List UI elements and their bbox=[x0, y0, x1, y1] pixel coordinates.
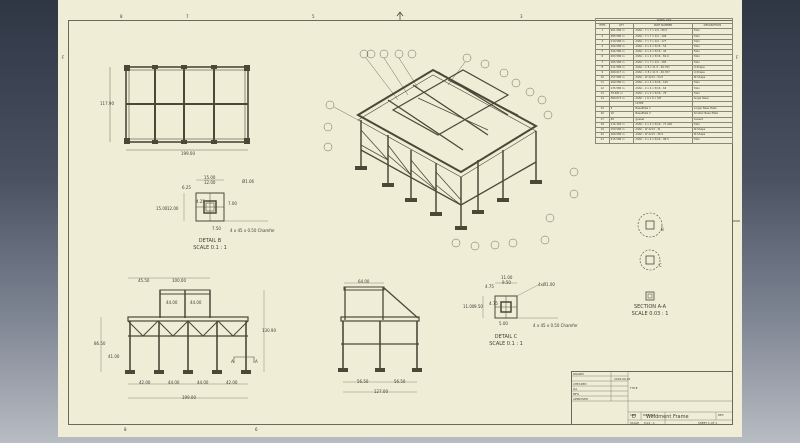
section-aa-label: SECTION A-A bbox=[633, 304, 667, 310]
detail-c-dim-4: 4.75 bbox=[489, 301, 498, 306]
detail-c-dim-3: 4.75 bbox=[485, 284, 494, 289]
title-block bbox=[571, 371, 733, 425]
zone-top-5: 5 bbox=[312, 14, 315, 19]
detail-c-label: DETAIL C bbox=[494, 334, 518, 340]
tb-size-label: SIZE bbox=[630, 413, 637, 417]
side-dim-top: 64.00 bbox=[358, 279, 370, 284]
side-dim-bottom-1: 56.50 bbox=[357, 379, 369, 384]
side-dim-overall: 127.00 bbox=[374, 389, 388, 394]
detail-b-view bbox=[183, 179, 268, 222]
zone-right-f: F bbox=[736, 55, 739, 60]
detail-b-dim-3: 6.25 bbox=[182, 185, 191, 190]
zone-left-f: F bbox=[62, 55, 65, 60]
callout-b: B bbox=[661, 227, 664, 232]
tb-scale-label: SCALE bbox=[630, 421, 639, 425]
detail-b-dim-1: 15.00 bbox=[204, 175, 216, 180]
detail-b-hole-dim: Ø1.06 bbox=[242, 179, 255, 184]
detail-b-label: DETAIL B bbox=[198, 238, 222, 244]
top-view-width-dim: 199.00 bbox=[181, 151, 195, 156]
front-dim-bottom-3: 44.00 bbox=[197, 380, 209, 385]
detail-b-dim-6: 12.00 bbox=[167, 206, 179, 211]
detail-b-dim-2: 12.00 bbox=[204, 180, 216, 185]
drawing-sheet: 8 7 5 3 8 6 F F bbox=[58, 0, 742, 437]
detail-b-dim-8: 7.50 bbox=[212, 226, 221, 231]
parts-list-cell-qty: 215.580 in bbox=[608, 137, 635, 144]
zone-bottom-6: 6 bbox=[255, 427, 258, 432]
parts-list-cell-desc: Tubo bbox=[691, 137, 734, 144]
detail-b-chamfer-note: 4 x 45 x 0.50 Chamfer bbox=[230, 228, 275, 233]
parts-list-cell-part: ASSC - 4 x 4 x 5/16 - 96.5 bbox=[633, 137, 693, 144]
zone-top-8: 8 bbox=[120, 14, 123, 19]
detail-c-dim-2: 9.50 bbox=[502, 280, 511, 285]
detail-c-dim-1: 11.00 bbox=[501, 275, 513, 280]
front-dim-top-1: 45.50 bbox=[138, 278, 150, 283]
detail-b-dim-7: 7.00 bbox=[228, 201, 237, 206]
top-view-height-dim: 117.90 bbox=[100, 101, 114, 106]
detail-b-scale: SCALE 0.1 : 1 bbox=[193, 245, 227, 251]
drawing-border bbox=[68, 20, 733, 425]
section-marker-a-right: A bbox=[255, 359, 258, 364]
tb-size-value: D bbox=[632, 414, 636, 420]
section-aa-view bbox=[637, 212, 663, 301]
detail-c-chamfer-note: 4 x 45 x 0.50 Chamfer bbox=[533, 323, 578, 328]
section-marker-a-left: A bbox=[231, 359, 234, 364]
isometric-view bbox=[355, 68, 542, 230]
section-aa-scale: SCALE 0.03 : 1 bbox=[631, 311, 669, 317]
zone-top-3: 3 bbox=[520, 14, 523, 19]
detail-b-dim-5: 15.00 bbox=[156, 206, 168, 211]
drawing-title: Weldment Frame bbox=[646, 414, 689, 420]
top-view bbox=[109, 65, 250, 151]
tb-drawn-date: 2018-09-22 bbox=[614, 377, 631, 381]
front-dim-bottom-1: 42.00 bbox=[139, 380, 151, 385]
parts-list-cell-item: 21 bbox=[595, 137, 610, 144]
front-dim-overall: 199.00 bbox=[182, 395, 196, 400]
front-dim-height-left: 86.50 bbox=[94, 341, 106, 346]
tb-row-mfg: MFG bbox=[573, 392, 580, 396]
front-dim-height-right: 130.90 bbox=[262, 328, 276, 333]
detail-c-dim-7: 5.00 bbox=[499, 321, 508, 326]
tb-sheet: SHEET 1 OF 1 bbox=[698, 421, 718, 425]
detail-c-dim-5: 11.00 bbox=[463, 304, 475, 309]
tb-scale-value: 0.01 : 1 bbox=[644, 421, 655, 425]
detail-c-scale: SCALE 0.1 : 1 bbox=[489, 341, 523, 347]
zone-bottom-8: 8 bbox=[124, 427, 127, 432]
zone-top-7: 7 bbox=[186, 14, 189, 19]
front-dim-bottom-2: 44.00 bbox=[168, 380, 180, 385]
front-view bbox=[100, 277, 265, 399]
tb-row-drawn: DRAWN bbox=[573, 372, 584, 376]
parts-list-table: PARTS LIST ITEM QTY PART NUMBER DESCRIPT… bbox=[595, 17, 734, 144]
tb-row-qa: QA bbox=[573, 387, 578, 391]
front-dim-upper-1: 44.00 bbox=[166, 300, 178, 305]
front-dim-top-2: 100.00 bbox=[172, 278, 186, 283]
balloon-leaders bbox=[323, 49, 579, 251]
detail-c-hole-dim: 4xØ1.00 bbox=[538, 282, 555, 287]
detail-c-dim-6: 9.50 bbox=[474, 304, 483, 309]
tb-row-approved: APPROVED bbox=[573, 397, 589, 401]
tb-title-label: TITLE bbox=[630, 386, 638, 390]
callout-c: C bbox=[659, 263, 662, 268]
side-dim-bottom-2: 56.50 bbox=[394, 379, 406, 384]
tb-row-checked: CHECKED bbox=[573, 382, 587, 386]
detail-b-dim-4: 4.25 bbox=[196, 199, 205, 204]
front-dim-bottom-4: 42.00 bbox=[226, 380, 238, 385]
tb-rev-label: REV bbox=[718, 413, 724, 417]
front-dim-height-low: 41.00 bbox=[108, 354, 120, 359]
detail-c-view bbox=[482, 282, 558, 319]
drawing-graphics bbox=[100, 11, 740, 425]
tb-dwg-no-label: DWG NO bbox=[643, 413, 656, 417]
front-dim-upper-2: 44.00 bbox=[190, 300, 202, 305]
side-view bbox=[338, 282, 422, 393]
